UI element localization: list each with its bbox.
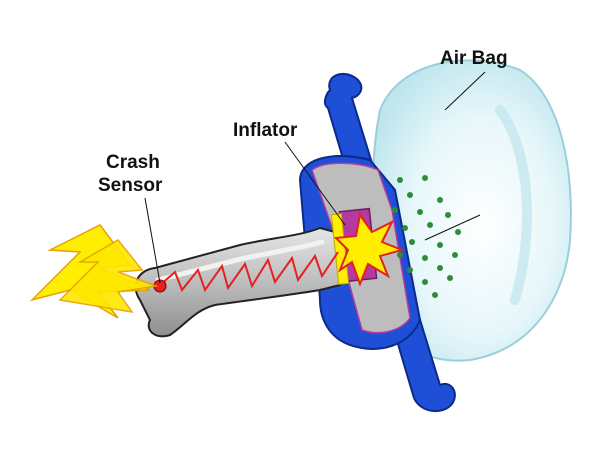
- air-bag-label: Air Bag: [440, 48, 508, 69]
- inflator-explosion: [333, 212, 406, 287]
- crash-sensor-leader: [144, 197, 161, 284]
- steering-column-highlight: [155, 239, 325, 283]
- crash-sensor-label-line1: Crash: [106, 152, 160, 173]
- air-bag-leader: [444, 71, 486, 111]
- gas-particles: [392, 175, 461, 298]
- sensor-wire: [159, 251, 339, 293]
- inflator-leader: [284, 141, 346, 226]
- crash-sensor-label-line2: Sensor: [98, 175, 163, 196]
- gas-leader: [424, 214, 481, 241]
- inflator-label: Inflator: [233, 120, 298, 141]
- air-bag-fold: [495, 105, 532, 305]
- steering-column: [134, 226, 342, 338]
- crash-bolt-2: [58, 239, 159, 314]
